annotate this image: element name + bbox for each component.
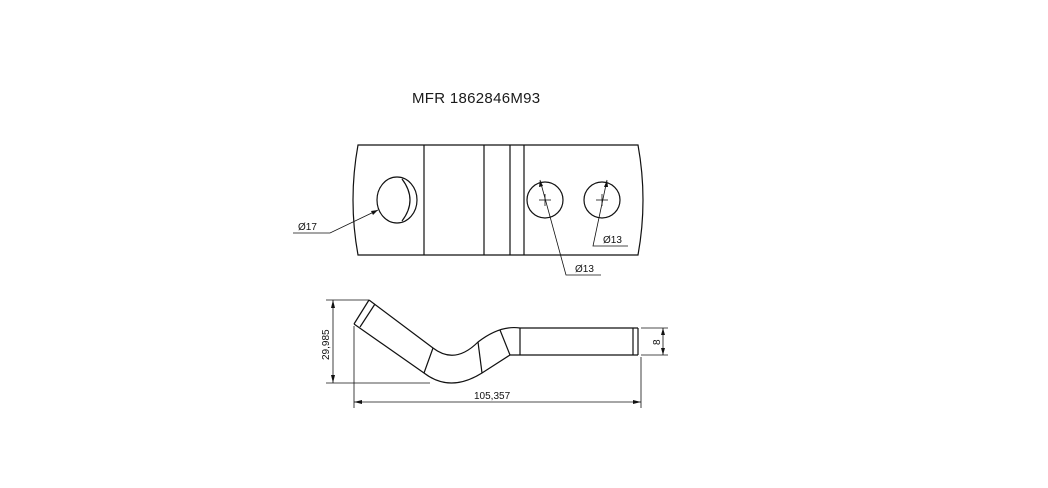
top-view-outline	[352, 144, 644, 256]
part-number-text: MFR 1862846M93	[412, 90, 541, 107]
side-view-left-end-inner	[359, 303, 376, 328]
label-hole-small-2: Ø13	[603, 235, 622, 246]
hole-large-inner-arc	[401, 178, 411, 222]
leader-arrow-small-1	[539, 180, 543, 187]
side-view-lower-edge	[353, 323, 638, 384]
label-thickness: 8	[652, 339, 663, 345]
hole-small-1	[526, 181, 564, 219]
dim-thickness-arrow-bottom	[661, 348, 665, 355]
dim-thickness-arrow-top	[661, 328, 665, 335]
leader-hole-small-1	[539, 179, 601, 276]
leader-hole-large	[293, 209, 379, 234]
top-view: Ø17 Ø13 Ø13	[293, 144, 644, 276]
side-view-left-end	[353, 299, 370, 325]
side-view-upper-edge	[368, 299, 638, 356]
dim-length-arrow-left	[354, 400, 362, 404]
side-view: 29,985 105,357 8	[321, 299, 668, 408]
dim-height-arrow-top	[331, 300, 335, 308]
dim-length-arrow-right	[633, 400, 641, 404]
side-bend-line-2	[477, 341, 483, 374]
side-bend-line-1	[423, 347, 434, 374]
label-height: 29,985	[321, 329, 332, 360]
label-hole-large: Ø17	[298, 222, 317, 233]
hole-large	[376, 176, 418, 224]
dim-height-arrow-bottom	[331, 375, 335, 383]
hole-small-2	[583, 181, 621, 219]
leader-hole-small-2	[592, 179, 628, 247]
side-bend-line-3	[499, 329, 511, 356]
leader-arrow-large	[371, 210, 378, 215]
leader-arrow-small-2	[604, 180, 608, 187]
label-length: 105,357	[474, 391, 511, 402]
label-hole-small-1: Ø13	[575, 264, 594, 275]
